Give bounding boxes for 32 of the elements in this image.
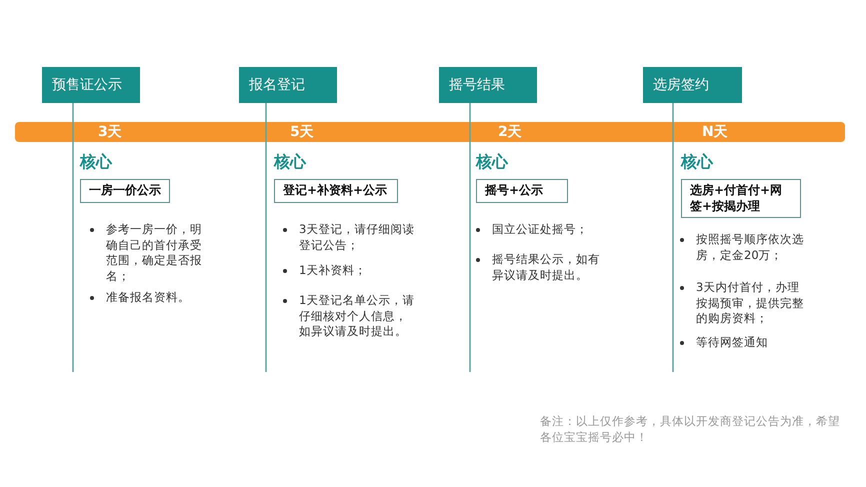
duration-label: 5天: [290, 123, 314, 141]
bullet-text: 按照摇号顺序依次选房，定金20万；: [696, 232, 805, 264]
core-heading: 核心: [681, 152, 713, 173]
bullet-text: 1天登记名单公示，请仔细核对个人信息，如异议请及时提出。: [299, 293, 416, 340]
core-task-box: 选房+付首付+网签+按揭办理: [681, 179, 801, 218]
timeline-line: [265, 103, 267, 372]
bullet-text: 等待网签通知: [696, 335, 769, 351]
bullet-text: 参考一房一价，明确自己的首付承受范围，确定是否报名；: [106, 222, 203, 284]
core-task-box: 一房一价公示: [80, 179, 170, 203]
core-heading: 核心: [476, 152, 508, 173]
footnote: 备注：以上仅作参考，具体以开发商登记公告为准，希望各位宝宝摇号必中！: [540, 413, 840, 446]
core-heading: 核心: [274, 152, 306, 173]
duration-label: 3天: [98, 123, 122, 141]
timeline-line: [72, 103, 74, 372]
bullet-text: 3天内付首付，办理按揭预审，提供完整的购房资料；: [696, 280, 805, 327]
timeline-line: [672, 103, 674, 372]
stage-header: 选房签约: [643, 67, 742, 103]
bullet-text: 准备报名资料。: [106, 290, 191, 306]
stage-header: 预售证公示: [42, 67, 140, 103]
timeline-bar: [15, 122, 845, 142]
bullet-text: 1天补资料；: [299, 263, 368, 279]
timeline-line: [469, 103, 471, 372]
core-task-box: 摇号+公示: [476, 179, 568, 203]
duration-label: 2天: [498, 123, 522, 141]
core-task-box: 登记+补资料+公示: [274, 179, 398, 203]
bullet-text: 摇号结果公示，如有异议请及时提出。: [492, 252, 601, 284]
stage-header: 报名登记: [239, 67, 337, 103]
core-heading: 核心: [80, 152, 112, 173]
bullet-text: 国立公证处摇号；: [492, 222, 589, 238]
duration-label: N天: [702, 123, 728, 141]
stage-header: 摇号结果: [439, 67, 537, 103]
bullet-text: 3天登记，请仔细阅读登记公告；: [299, 222, 416, 254]
